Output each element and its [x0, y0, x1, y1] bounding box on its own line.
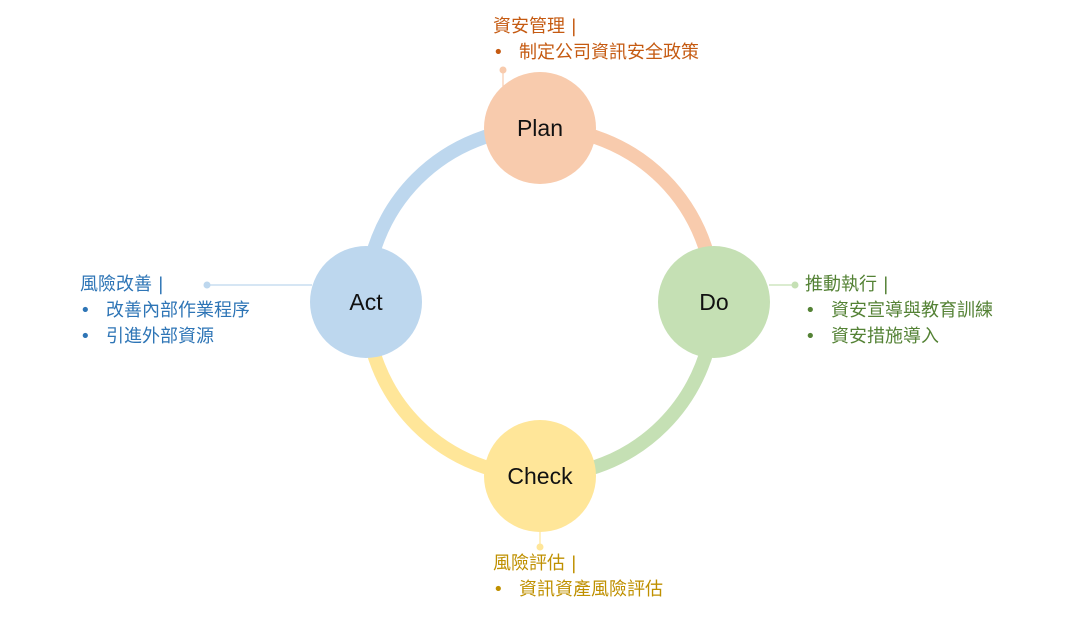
- check-callout-title: 風險評估 |: [493, 553, 577, 574]
- bullet-icon: •: [805, 300, 816, 321]
- check-callout: 風險評估 | • 資訊資產風險評估: [493, 551, 663, 603]
- do-label: Do: [699, 289, 728, 315]
- check-node: Check: [484, 420, 596, 532]
- plan-connector-dot: [499, 66, 507, 74]
- act-callout-title: 風險改善 |: [80, 274, 164, 295]
- check-callout-list: • 資訊資產風險評估: [493, 577, 663, 603]
- plan-circle: [484, 72, 596, 184]
- bullet-icon: •: [493, 42, 504, 63]
- list-item: • 資安措施導入: [805, 324, 993, 350]
- do-callout-title: 推動執行 |: [805, 274, 889, 295]
- list-item: • 引進外部資源: [80, 324, 250, 350]
- do-node: Do: [658, 246, 770, 358]
- bullet-icon: •: [80, 300, 91, 321]
- do-item-text: 資安宣導與教育訓練: [831, 300, 993, 321]
- bullet-icon: •: [80, 326, 91, 347]
- list-item: • 資訊資產風險評估: [493, 577, 663, 603]
- check-circle: [484, 420, 596, 532]
- do-connector-dot: [791, 281, 799, 289]
- do-callout-list: • 資安宣導與教育訓練 • 資安措施導入: [805, 298, 993, 350]
- plan-callout-title: 資安管理 |: [493, 16, 577, 37]
- list-item: • 改善內部作業程序: [80, 298, 250, 324]
- plan-callout-list: • 制定公司資訊安全政策: [493, 40, 699, 66]
- act-item-text: 改善內部作業程序: [106, 300, 250, 321]
- act-callout-list: • 改善內部作業程序 • 引進外部資源: [80, 298, 250, 350]
- act-connector-dot: [203, 281, 211, 289]
- plan-item-text: 制定公司資訊安全政策: [519, 42, 699, 63]
- bullet-icon: •: [805, 326, 816, 347]
- do-callout: 推動執行 | • 資安宣導與教育訓練 • 資安措施導入: [805, 272, 993, 350]
- act-circle: [310, 246, 422, 358]
- plan-node: Plan: [484, 72, 596, 184]
- list-item: • 制定公司資訊安全政策: [493, 40, 699, 66]
- act-node: Act: [310, 246, 422, 358]
- plan-callout: 資安管理 | • 制定公司資訊安全政策: [493, 14, 699, 66]
- check-label: Check: [507, 463, 573, 489]
- do-circle: [658, 246, 770, 358]
- check-connector-dot: [536, 543, 544, 551]
- act-item-text: 引進外部資源: [106, 326, 214, 347]
- do-item-text: 資安措施導入: [831, 326, 939, 347]
- plan-label: Plan: [517, 115, 563, 141]
- act-callout: 風險改善 | • 改善內部作業程序 • 引進外部資源: [80, 272, 250, 350]
- check-item-text: 資訊資產風險評估: [519, 579, 663, 600]
- list-item: • 資安宣導與教育訓練: [805, 298, 993, 324]
- bullet-icon: •: [493, 579, 504, 600]
- act-label: Act: [349, 289, 383, 315]
